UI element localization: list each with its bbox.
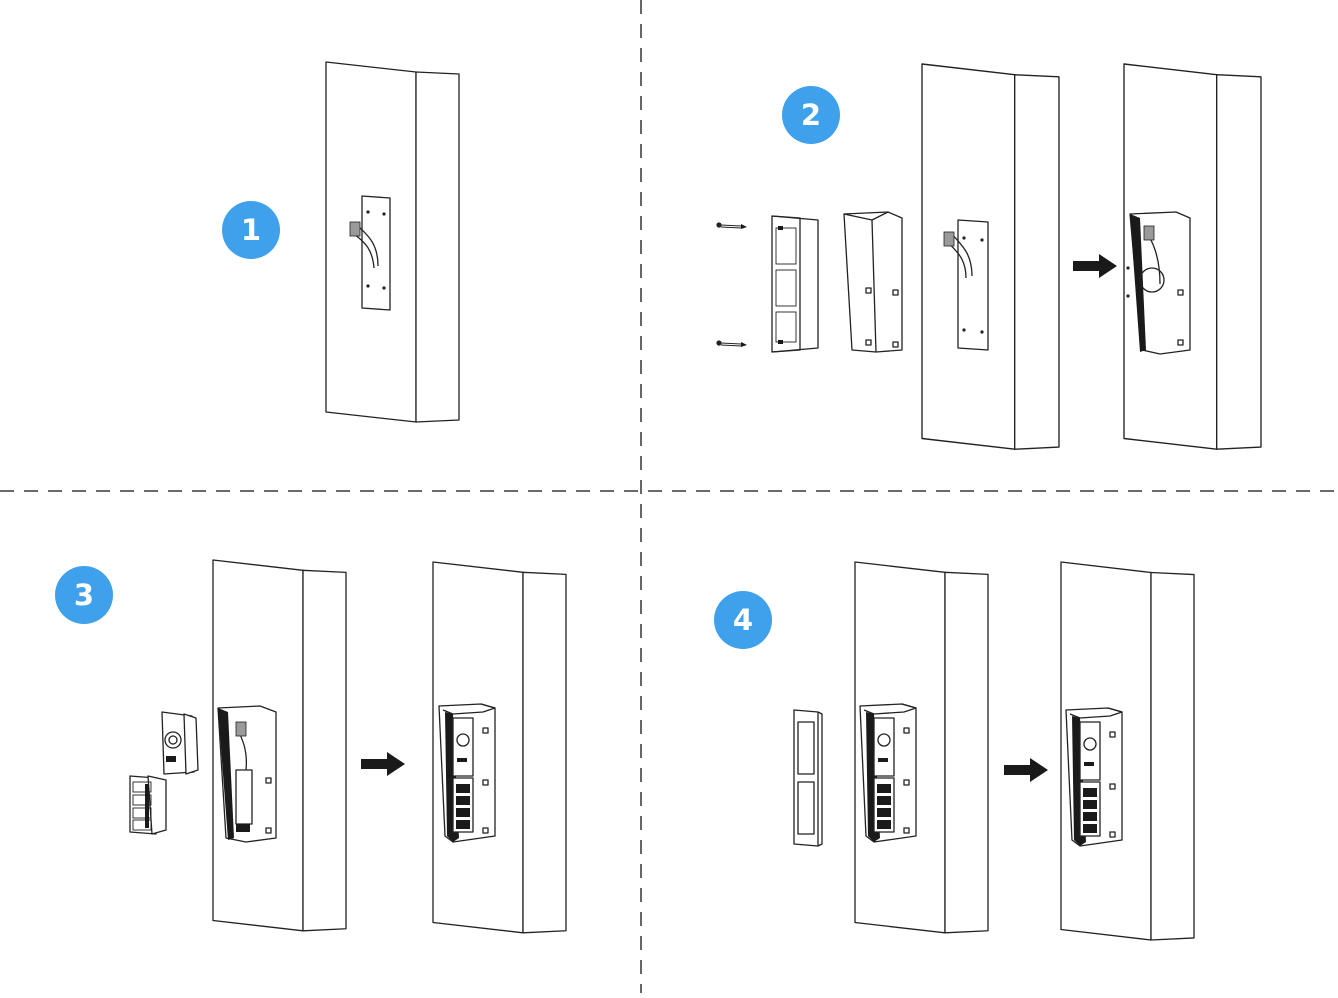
step-badge-4: 4 — [714, 591, 772, 649]
button-module — [129, 775, 167, 835]
nameplate-frame — [793, 709, 823, 847]
arrow-right-icon — [361, 752, 405, 776]
mounting-plate — [943, 219, 989, 351]
installed-modules — [438, 703, 496, 843]
panel-1 — [325, 61, 460, 423]
flush-box — [771, 215, 819, 353]
step-badge-3: 3 — [55, 566, 113, 624]
arrow-right-icon — [1004, 758, 1048, 782]
installed-modules-with-frame — [1065, 707, 1123, 847]
camera-module — [161, 711, 199, 775]
mounting-plate — [349, 195, 391, 311]
arrow-right-icon — [1073, 254, 1117, 278]
installed-modules — [859, 703, 917, 843]
panel-3 — [129, 559, 567, 934]
wall-panel — [325, 61, 460, 423]
panel-2 — [715, 63, 1262, 450]
wall-panel — [921, 63, 1060, 450]
panel-4 — [793, 561, 1195, 941]
step-badge-1: 1 — [222, 201, 280, 259]
installed-flush-box — [1126, 211, 1191, 355]
rain-shield — [217, 705, 277, 843]
step-badge-2: 2 — [782, 86, 840, 144]
screw — [715, 221, 748, 348]
rain-shield — [843, 211, 903, 353]
